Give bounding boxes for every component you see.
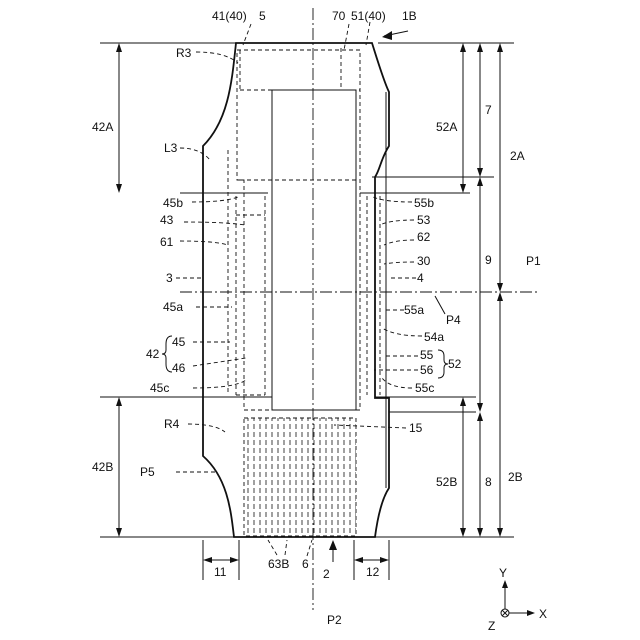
label-2: 2 — [323, 567, 330, 581]
label-4: 4 — [417, 271, 424, 285]
label-r3: R3 — [176, 46, 192, 60]
label-45c: 45c — [150, 381, 169, 395]
label-51-40: 51(40) — [351, 9, 386, 23]
label-61: 61 — [160, 235, 174, 249]
label-7: 7 — [485, 103, 492, 117]
label-52a: 52A — [436, 120, 457, 134]
brace-right — [438, 350, 448, 378]
axis-label-x: X — [539, 607, 547, 621]
label-55: 55 — [420, 348, 434, 362]
coordinate-axes: Y X Z — [488, 566, 547, 633]
label-2a: 2A — [510, 149, 525, 163]
label-p1: P1 — [526, 254, 541, 268]
label-42b: 42B — [92, 460, 113, 474]
label-45a: 45a — [163, 300, 183, 314]
label-6: 6 — [302, 557, 309, 571]
axis-label-z: Z — [488, 619, 495, 633]
label-53: 53 — [417, 213, 431, 227]
label-55b: 55b — [414, 196, 434, 210]
label-3: 3 — [166, 271, 173, 285]
label-p5: P5 — [140, 465, 155, 479]
label-5: 5 — [259, 9, 266, 23]
hatched-region-63b — [244, 418, 356, 536]
label-52: 52 — [448, 357, 462, 371]
label-12: 12 — [366, 565, 380, 579]
label-70: 70 — [332, 9, 346, 23]
absorber-outline-dashed — [237, 50, 360, 410]
label-45b: 45b — [163, 196, 183, 210]
label-p4: P4 — [446, 313, 461, 327]
label-15: 15 — [409, 421, 423, 435]
label-42a: 42A — [92, 120, 113, 134]
label-43: 43 — [160, 213, 174, 227]
brace-left — [162, 336, 172, 372]
axis-label-y: Y — [499, 566, 507, 580]
label-42: 42 — [146, 347, 160, 361]
label-45: 45 — [172, 335, 186, 349]
label-p2: P2 — [327, 613, 342, 627]
label-30: 30 — [417, 254, 431, 268]
label-55c: 55c — [415, 381, 434, 395]
label-2b: 2B — [508, 470, 523, 484]
label-9: 9 — [485, 253, 492, 267]
label-l3: L3 — [164, 141, 178, 155]
label-11: 11 — [214, 565, 227, 579]
label-r4: R4 — [164, 417, 180, 431]
label-1b: 1B — [402, 9, 417, 23]
y-axis-arrow — [502, 580, 508, 588]
label-54a: 54a — [424, 330, 444, 344]
x-axis-arrow — [527, 610, 535, 616]
label-55a: 55a — [404, 303, 424, 317]
label-8: 8 — [485, 475, 492, 489]
label-52b: 52B — [436, 475, 457, 489]
absorber-core — [272, 90, 356, 410]
label-41-40: 41(40) — [212, 9, 247, 23]
label-56: 56 — [420, 363, 434, 377]
label-62: 62 — [417, 230, 431, 244]
label-46: 46 — [172, 361, 186, 375]
label-63b: 63B — [268, 557, 289, 571]
